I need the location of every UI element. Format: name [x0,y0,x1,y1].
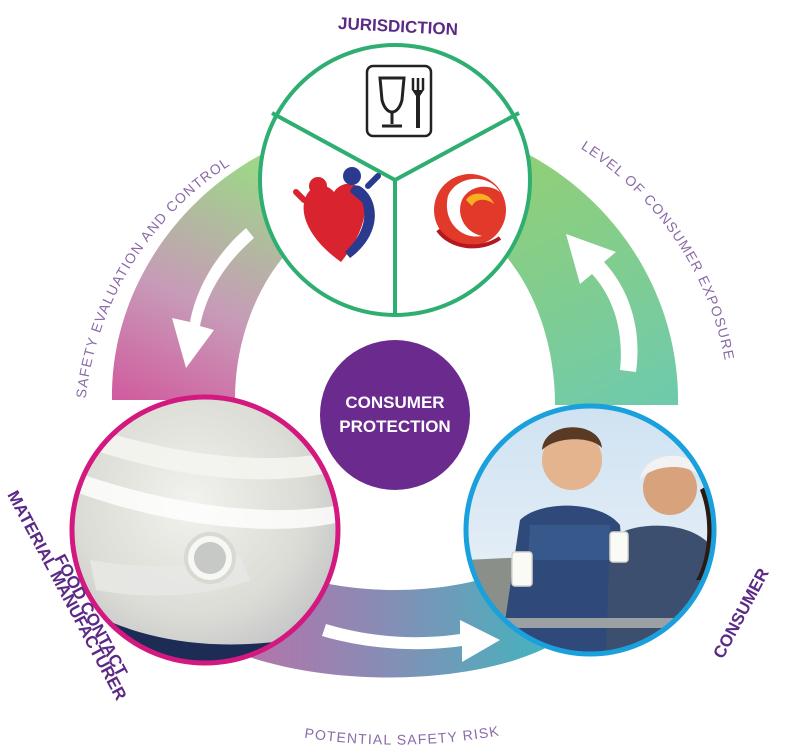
ring-segment-left [111,150,300,400]
manufacturer-node [69,394,341,666]
consumer-protection-center: CONSUMER PROTECTION [320,340,470,490]
red-swirl-logo [434,174,506,249]
consumer-node [463,403,717,657]
arrow-right-icon [566,234,638,372]
heart-figures-logo [293,167,381,262]
center-label-line2: PROTECTION [339,417,450,436]
jurisdiction-label: JURISDICTION [338,14,459,39]
center-label-line1: CONSUMER [345,393,444,412]
jurisdiction-node [258,43,532,317]
cycle-arrows [172,228,638,662]
couple-with-milk-photo [466,406,714,654]
consumer-label: CONSUMER [709,565,772,661]
arrow-left-icon [172,228,254,368]
arrow-bottom-icon [322,620,500,662]
arc-label-bottom: POTENTIAL SAFETY RISK [304,722,501,745]
glass-fork-icon [365,64,433,138]
